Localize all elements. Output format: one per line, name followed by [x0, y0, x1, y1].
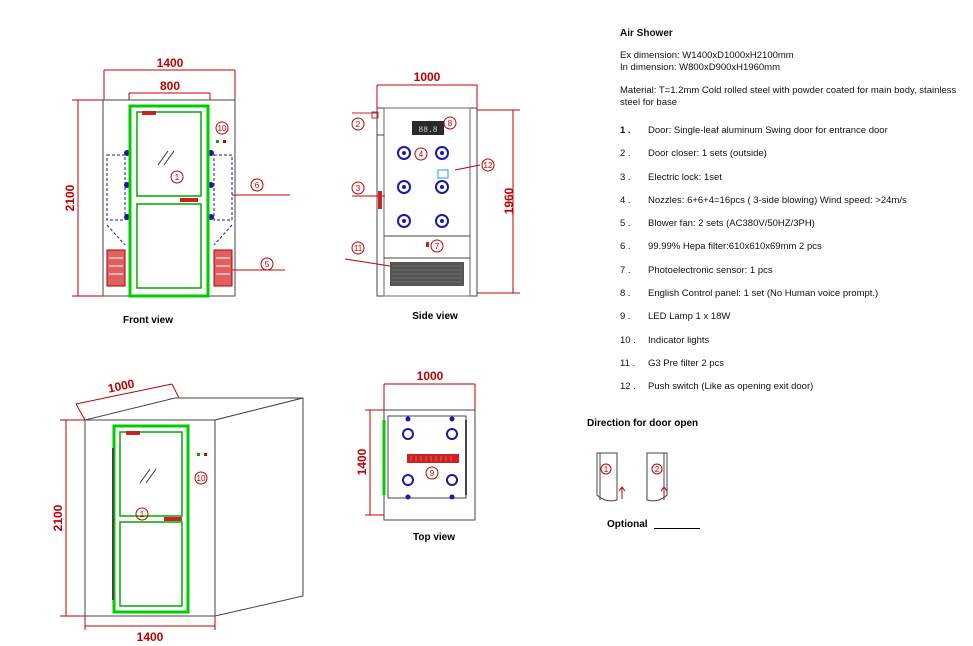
top-depth-dim: 1000 — [417, 369, 444, 383]
callout-12: 12 — [484, 161, 493, 170]
ex-dimension: Ex dimension: W1400xD1000xH2100mm — [620, 50, 794, 61]
component-item: 12 . Push switch (Like as opening exit do… — [620, 381, 965, 404]
callout-8: 8 — [448, 119, 453, 128]
callout-9: 9 — [430, 469, 435, 478]
iso-depth-dim: 1000 — [107, 376, 136, 395]
optional-label: Optional — [607, 519, 700, 530]
component-item: 9 . LED Lamp 1 x 18W — [620, 311, 965, 334]
callout-6: 6 — [255, 181, 260, 190]
callout-10-iso: 10 — [197, 474, 206, 483]
side-height-dim: 1960 — [502, 187, 516, 214]
callout-5: 5 — [265, 260, 270, 269]
svg-text:88.8: 88.8 — [418, 126, 437, 135]
optional-text: Optional — [607, 519, 648, 530]
component-text: 99.99% Hepa filter:610x610x69mm 2 pcs — [648, 241, 822, 253]
top-width-dim: 1400 — [355, 448, 369, 475]
top-view-caption: Top view — [413, 532, 455, 543]
callout-4: 4 — [419, 150, 424, 159]
component-text: LED Lamp 1 x 18W — [648, 311, 731, 323]
specification-panel: Air Shower Ex dimension: W1400xD1000xH21… — [620, 28, 965, 405]
side-view-caption: Side view — [412, 311, 458, 322]
component-item: 6 . 99.99% Hepa filter:610x610x69mm 2 pcs — [620, 241, 965, 264]
component-list: 1 . Door: Single-leaf aluminum Swing door… — [620, 125, 965, 405]
front-view-caption: Front view — [123, 315, 173, 326]
component-number: 11 . — [620, 357, 636, 369]
component-number: 9 . — [620, 311, 631, 323]
door-direction-1: 1 — [604, 465, 609, 474]
dimension-block: Ex dimension: W1400xD1000xH2100mm In dim… — [620, 50, 965, 74]
callout-1-iso: 1 — [140, 510, 145, 519]
callout-10-front: 10 — [218, 124, 227, 133]
component-item: 4 . Nozzles: 6+6+4=16pcs ( 3-side blowing… — [620, 195, 965, 218]
iso-width-dim: 1400 — [137, 630, 164, 644]
component-number: 12 . — [620, 381, 636, 393]
component-text: Blower fan: 2 sets (AC380V/50HZ/3PH) — [648, 218, 815, 230]
component-item: 8 . English Control panel: 1 set (No Huma… — [620, 288, 965, 311]
component-number: 5 . — [620, 218, 631, 230]
top-view: 1000 1400 9 Top view — [355, 369, 476, 543]
component-number: 8 . — [620, 288, 631, 300]
component-item: 3 . Electric lock: 1set — [620, 172, 965, 195]
component-text: Door: Single-leaf aluminum Swing door fo… — [648, 125, 888, 136]
callout-1-front: 1 — [175, 173, 180, 182]
component-text: Push switch (Like as opening exit door) — [648, 381, 814, 393]
component-text: G3 Pre filter 2 pcs — [648, 357, 725, 369]
component-number: 4 . — [620, 194, 631, 206]
door-direction-2: 2 — [655, 465, 660, 474]
front-width-dim: 1400 — [157, 56, 184, 70]
component-number: 6 . — [620, 241, 631, 253]
optional-blank-line — [653, 528, 700, 529]
component-text: Door closer: 1 sets (outside) — [648, 148, 767, 160]
front-view: 1400 800 2100 — [63, 56, 290, 326]
front-door-width-dim: 800 — [160, 79, 180, 93]
callout-11: 11 — [354, 244, 363, 253]
component-text: English Control panel: 1 set (No Human v… — [648, 288, 879, 300]
isometric-view: 1000 2100 1400 10 1 — [51, 376, 304, 644]
iso-height-dim: 2100 — [51, 504, 65, 531]
spec-title: Air Shower — [620, 28, 673, 39]
side-depth-dim: 1000 — [414, 70, 441, 84]
component-item: 10 . Indicator lights — [620, 335, 965, 358]
component-text: Photoelectronic sensor: 1 pcs — [648, 264, 773, 276]
component-number: 2 . — [620, 148, 631, 160]
component-item: 2 . Door closer: 1 sets (outside) — [620, 148, 965, 171]
component-number: 1 . — [620, 125, 631, 136]
door-direction-title: Direction for door open — [587, 418, 699, 429]
door-direction-diagram: 1 2 — [596, 452, 668, 502]
callout-3: 3 — [356, 184, 361, 193]
callout-7: 7 — [435, 242, 440, 251]
component-item: 1 . Door: Single-leaf aluminum Swing door… — [620, 125, 965, 148]
component-item: 5 . Blower fan: 2 sets (AC380V/50HZ/3PH) — [620, 218, 965, 241]
in-dimension: In dimension: W800xD900xH1960mm — [620, 62, 780, 73]
component-number: 7 . — [620, 264, 631, 276]
component-text: Electric lock: 1set — [648, 171, 722, 183]
component-number: 10 . — [620, 334, 636, 346]
callout-2: 2 — [356, 120, 361, 129]
component-text: Nozzles: 6+6+4=16pcs ( 3-side blowing) W… — [648, 194, 907, 206]
component-text: Indicator lights — [648, 334, 710, 346]
component-item: 7 . Photoelectronic sensor: 1 pcs — [620, 265, 965, 288]
component-number: 3 . — [620, 171, 631, 183]
side-view: 1000 1960 88.8 — [344, 70, 520, 322]
component-item: 11 . G3 Pre filter 2 pcs — [620, 358, 965, 381]
front-height-dim: 2100 — [63, 184, 77, 211]
material-text: Material: T=1.2mm Cold rolled steel with… — [620, 85, 957, 108]
